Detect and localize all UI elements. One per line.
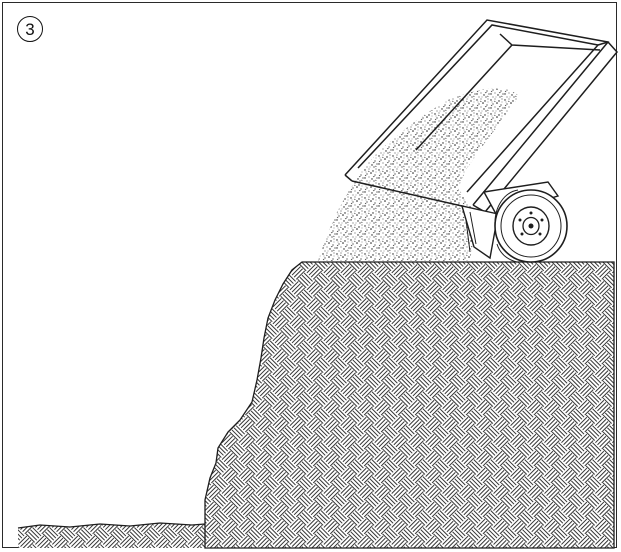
lower-ground <box>18 523 205 548</box>
trailer-wheel <box>495 190 567 262</box>
embankment <box>205 262 614 548</box>
step-number: 3 <box>25 21 34 38</box>
step-number-badge: 3 <box>17 16 43 42</box>
